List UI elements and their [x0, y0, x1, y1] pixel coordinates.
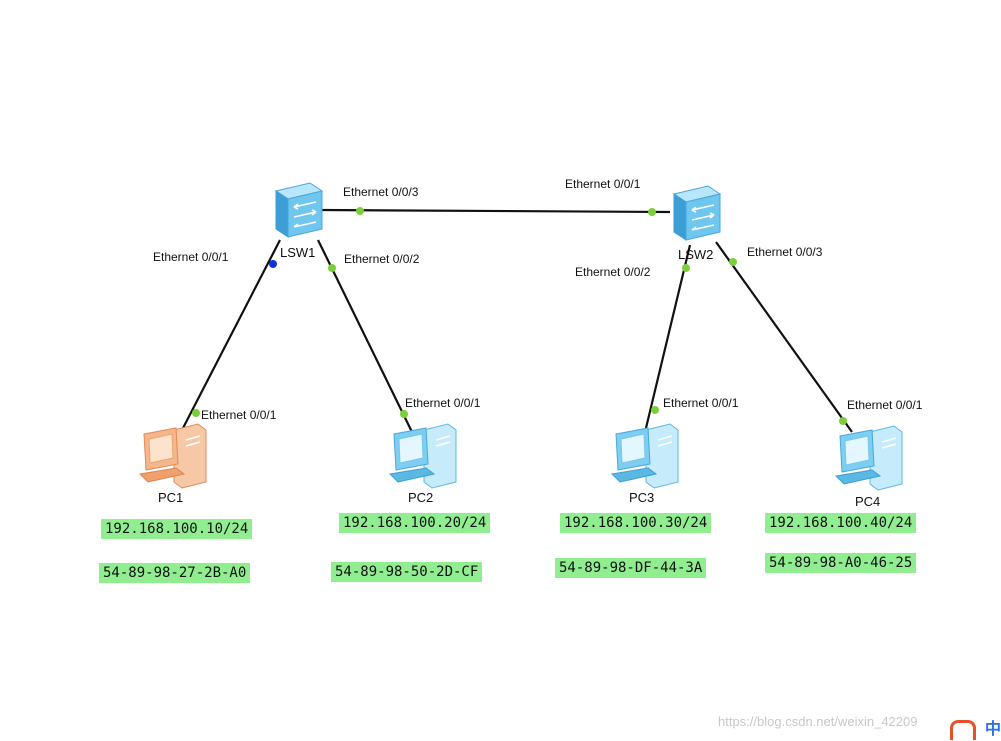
- ip-tag-pc2: 192.168.100.20/24: [339, 513, 491, 533]
- port-label-pc3-e1: Ethernet 0/0/1: [663, 396, 739, 410]
- device-name-pc3: PC3: [629, 490, 655, 505]
- link-lsw1-lsw2[interactable]: [321, 208, 671, 214]
- mac-tag-pc2: 54-89-98-50-2D-CF: [331, 562, 483, 582]
- ip-tag-pc1: 192.168.100.10/24: [101, 519, 253, 539]
- switch-lsw1-icon[interactable]: [274, 182, 324, 238]
- link-lsw2-pc3[interactable]: [644, 244, 692, 429]
- port-dot-pc3-e1: [651, 406, 659, 414]
- ip-tag-pc4: 192.168.100.40/24: [765, 513, 917, 533]
- ip-tag-pc3: 192.168.100.30/24: [560, 513, 712, 533]
- port-label-lsw1-e1: Ethernet 0/0/1: [153, 250, 229, 264]
- switch-lsw2-icon[interactable]: [672, 185, 722, 241]
- csdn-logo-icon: [950, 720, 976, 740]
- device-name-lsw1: LSW1: [280, 245, 316, 260]
- pc1-icon[interactable]: [138, 423, 207, 489]
- port-dot-lsw2-e1: [648, 208, 656, 216]
- pc3-icon[interactable]: [610, 423, 679, 489]
- mac-tag-pc3: 54-89-98-DF-44-3A: [555, 558, 707, 578]
- device-name-pc2: PC2: [408, 490, 434, 505]
- brand-glyph-icon: 中: [985, 721, 1001, 738]
- port-dot-lsw1-e3: [356, 207, 364, 215]
- port-label-pc2-e1: Ethernet 0/0/1: [405, 396, 481, 410]
- port-dot-lsw1-e1: [269, 260, 277, 268]
- port-label-pc4-e1: Ethernet 0/0/1: [847, 398, 923, 412]
- pc4-icon[interactable]: [834, 425, 903, 491]
- port-label-pc1-e1: Ethernet 0/0/1: [201, 408, 277, 422]
- device-name-pc1: PC1: [158, 490, 184, 505]
- port-label-lsw1-e2: Ethernet 0/0/2: [344, 252, 420, 266]
- port-indicators: [192, 207, 847, 425]
- port-label-lsw1-e3: Ethernet 0/0/3: [343, 185, 419, 199]
- port-dot-pc1-e1: [192, 409, 200, 417]
- mac-tag-pc4: 54-89-98-A0-46-25: [765, 553, 917, 573]
- link-lsw2-pc4[interactable]: [715, 241, 853, 433]
- links: [181, 208, 853, 433]
- port-dot-pc2-e1: [400, 410, 408, 418]
- port-label-lsw2-e1: Ethernet 0/0/1: [565, 177, 641, 191]
- mac-tag-pc1: 54-89-98-27-2B-A0: [99, 563, 251, 583]
- port-dot-lsw2-e2: [682, 264, 690, 272]
- link-lsw1-pc2[interactable]: [317, 239, 413, 433]
- port-label-lsw2-e2: Ethernet 0/0/2: [575, 265, 651, 279]
- link-lsw1-pc1[interactable]: [181, 239, 281, 431]
- port-label-lsw2-e3: Ethernet 0/0/3: [747, 245, 823, 259]
- device-name-pc4: PC4: [855, 494, 881, 509]
- port-dot-pc4-e1: [839, 417, 847, 425]
- pc2-icon[interactable]: [388, 423, 457, 489]
- port-dot-lsw2-e3: [729, 258, 737, 266]
- port-dot-lsw1-e2: [328, 264, 336, 272]
- device-name-lsw2: LSW2: [678, 247, 714, 262]
- watermark-text: https://blog.csdn.net/weixin_42209: [718, 714, 918, 729]
